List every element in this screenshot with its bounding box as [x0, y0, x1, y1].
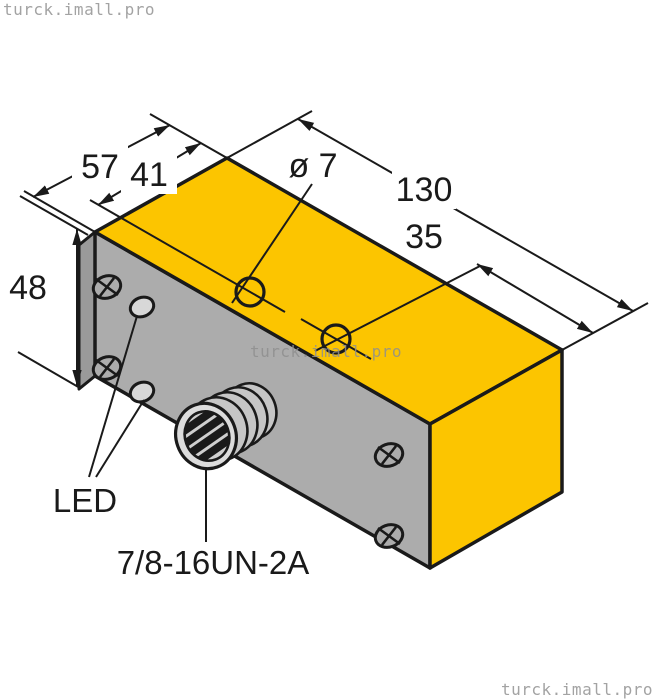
- west-corner-extension: [23, 190, 96, 233]
- height-bottom-extension: [17, 351, 81, 389]
- screw-icon: [373, 523, 405, 549]
- sensor-right-end-face: [428, 348, 564, 570]
- hole-2-centerline: [300, 318, 372, 360]
- leader-lines: [88, 183, 313, 542]
- sensor-body: [77, 156, 564, 570]
- connector-thread-label: 7/8-16UN-2A: [117, 544, 310, 581]
- led-label: LED: [53, 482, 117, 519]
- dim-41-label: 41: [130, 156, 168, 194]
- led-indicator-2: [128, 380, 156, 404]
- dim-line-35: [476, 263, 594, 334]
- dim-dia7-label: ø 7: [288, 147, 337, 185]
- dimension-text-backplates: [72, 146, 456, 209]
- led-indicators: [128, 295, 156, 404]
- front-face-screws: [91, 274, 405, 549]
- sensor-left-end-face: [77, 230, 97, 391]
- screw-icon: [91, 274, 123, 300]
- dim-35-label: 35: [405, 218, 443, 256]
- led-leader-1: [88, 315, 138, 478]
- dim-130-label: 130: [396, 171, 453, 209]
- top-edge-extension: [149, 113, 228, 159]
- connector: [174, 382, 278, 471]
- mounting-hole-2: [320, 323, 352, 355]
- hole-diameter-leader: [231, 183, 313, 304]
- watermark-middle: turck.imall.pro: [250, 342, 402, 361]
- height-top-extension: [19, 195, 89, 236]
- led-leader-2: [95, 399, 145, 478]
- screw-icon: [373, 442, 405, 468]
- led-indicator-1: [128, 295, 156, 319]
- watermark-bottom-right: turck.imall.pro: [501, 680, 653, 699]
- dim-57-label: 57: [81, 148, 119, 186]
- north-corner-extension: [226, 110, 313, 159]
- screw-icon: [91, 355, 123, 381]
- hole-1-centerline: [89, 199, 286, 313]
- extension-lines: [17, 110, 649, 389]
- watermark-top-left: turck.imall.pro: [3, 0, 155, 19]
- east-corner-extension: [561, 302, 649, 351]
- dim-48-label: 48: [9, 269, 47, 307]
